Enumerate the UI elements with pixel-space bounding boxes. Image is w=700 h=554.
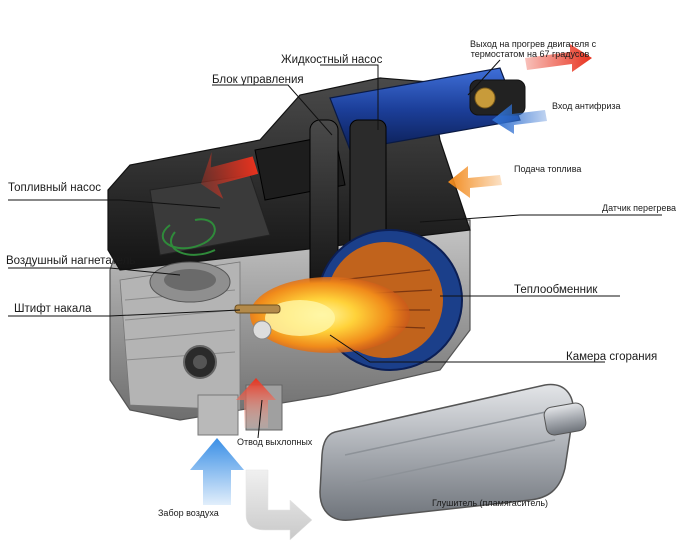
label-liquid-pump: Жидкостный насос: [281, 54, 383, 66]
green-wiring: [161, 218, 216, 256]
label-exhaust-outlet: Отвод выхлопных: [237, 437, 313, 447]
label-antifreeze-inlet: Вход антифриза: [552, 101, 621, 111]
pump-pipes: [309, 119, 387, 291]
hot-air-arrow: [200, 152, 259, 199]
label-heating-outlet-line1: Выход на прогрев двигателя с: [470, 39, 597, 49]
muffler-body: [319, 383, 587, 521]
label-fuel-pump: Топливный насос: [8, 182, 101, 194]
exhaust-arrow: [245, 469, 313, 541]
leader-lines: [8, 59, 662, 439]
air-blower: [149, 261, 231, 303]
label-control-unit: Блок управления: [212, 74, 304, 86]
heating-outlet-arrow: [525, 44, 592, 72]
air-intake-arrow: [190, 438, 244, 505]
antifreeze-inlet-arrow: [492, 104, 547, 134]
label-overheat-sensor: Датчик перегрева: [602, 203, 677, 213]
label-air-blower: Воздушный нагнетатель: [6, 255, 136, 267]
label-glow-pin: Штифт накала: [14, 303, 92, 315]
label-fuel-supply: Подача топлива: [514, 164, 582, 174]
label-heating-outlet: Выход на прогрев двигателя с термостатом…: [470, 39, 597, 60]
label-combustion-chamber: Камера сгорания: [566, 351, 658, 363]
label-heating-outlet-line2: термостатом на 67 градусов: [470, 48, 590, 59]
label-heat-exchanger: Теплообменник: [514, 284, 598, 296]
fuel-supply-arrow: [448, 166, 502, 198]
label-air-intake: Забор воздуха: [158, 508, 219, 518]
exhaust-red-arrow: [236, 378, 276, 428]
label-muffler: Глушитель (пламягаситель): [432, 498, 549, 508]
flame: [250, 277, 410, 353]
glow-pin: [234, 304, 281, 340]
